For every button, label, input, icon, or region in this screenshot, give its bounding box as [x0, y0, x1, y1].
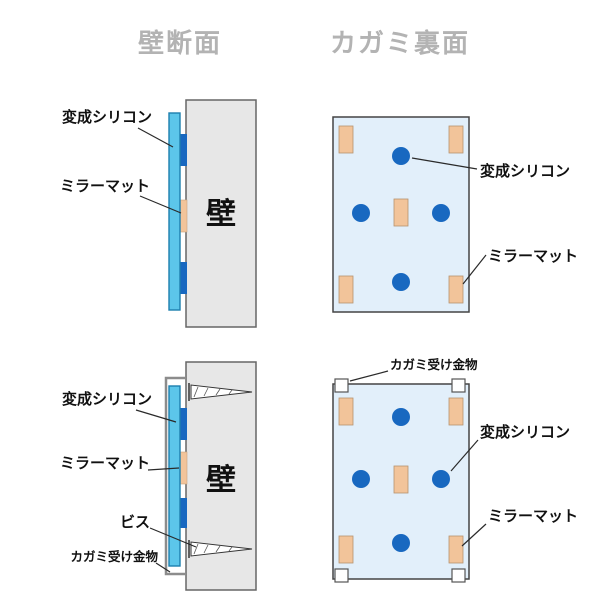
diagram-wall-section-hardware: 壁 変成シリコン ミラーマット ビス カガミ受け金物 [60, 361, 257, 591]
diagram-mirror-back-hardware: カガミ受け金物 変成シリコン ミラーマット [332, 357, 578, 583]
screw-icon [188, 383, 253, 401]
label-mirror-mat: ミラーマット [488, 248, 578, 265]
leader-line [461, 523, 487, 547]
leader-line [349, 370, 389, 382]
label-mirror-mat: ミラーマット [488, 508, 578, 525]
corner-hardware-clip [451, 568, 466, 583]
leader-line [149, 527, 197, 548]
mirror-mat-pad [338, 125, 354, 154]
mirror-mat-pad [393, 198, 409, 227]
silicone-dab [392, 147, 410, 165]
wall-label: 壁 [206, 198, 236, 231]
mirror-mat-pad [448, 535, 464, 564]
label-silicone: 変成シリコン [62, 390, 152, 408]
silicone-pad [180, 498, 187, 528]
mirror-mat-pad [393, 465, 409, 494]
leader-line [147, 467, 180, 471]
leader-line [155, 562, 171, 573]
screw-icon [188, 540, 253, 558]
label-silicone: 変成シリコン [480, 162, 570, 180]
leader-line [411, 157, 478, 170]
corner-hardware-clip [334, 378, 349, 393]
wall-rect [185, 99, 257, 328]
leader-line [135, 409, 177, 423]
silicone-dab [392, 408, 410, 426]
mirror-mat-pad [179, 199, 188, 233]
silicone-dab [352, 204, 370, 222]
silicone-dab [432, 470, 450, 488]
leader-line [137, 127, 174, 148]
mirror-mat-pad [179, 451, 188, 485]
mirror-mat-pad [338, 275, 354, 304]
label-silicone: 変成シリコン [480, 423, 570, 441]
silicone-pad [180, 408, 187, 440]
silicone-dab [392, 273, 410, 291]
leader-line [462, 254, 487, 285]
label-mirror-mat: ミラーマット [60, 178, 150, 195]
hardware-bracket [164, 376, 186, 576]
silicone-pad [180, 134, 187, 166]
mirror-mat-pad [448, 275, 464, 304]
silicone-dab [432, 204, 450, 222]
diagram-mirror-back-glue: 変成シリコン ミラーマット [332, 116, 578, 313]
label-hardware: カガミ受け金物 [70, 549, 158, 564]
silicone-pad [180, 262, 187, 294]
leader-line [450, 439, 479, 472]
corner-hardware-clip [334, 568, 349, 583]
mirror-mat-pad [448, 125, 464, 154]
wall-label: 壁 [206, 464, 236, 497]
label-silicone: 変成シリコン [62, 108, 152, 126]
label-mirror-mat: ミラーマット [60, 455, 150, 472]
mirror-mat-pad [448, 397, 464, 426]
label-screw: ビス [120, 514, 150, 531]
mirror-strip [168, 112, 181, 311]
mirror-mat-pad [338, 397, 354, 426]
label-hardware: カガミ受け金物 [390, 357, 478, 372]
silicone-dab [352, 470, 370, 488]
header-mirror-back: カガミ裏面 [330, 28, 470, 58]
header-wall-section: 壁断面 [138, 28, 222, 58]
leader-line [139, 195, 182, 214]
diagram-wall-section-glue: 壁 変成シリコン ミラーマット [60, 99, 257, 328]
corner-hardware-clip [451, 378, 466, 393]
silicone-dab [392, 534, 410, 552]
mirror-mat-pad [338, 535, 354, 564]
mirror-strip [168, 385, 181, 567]
